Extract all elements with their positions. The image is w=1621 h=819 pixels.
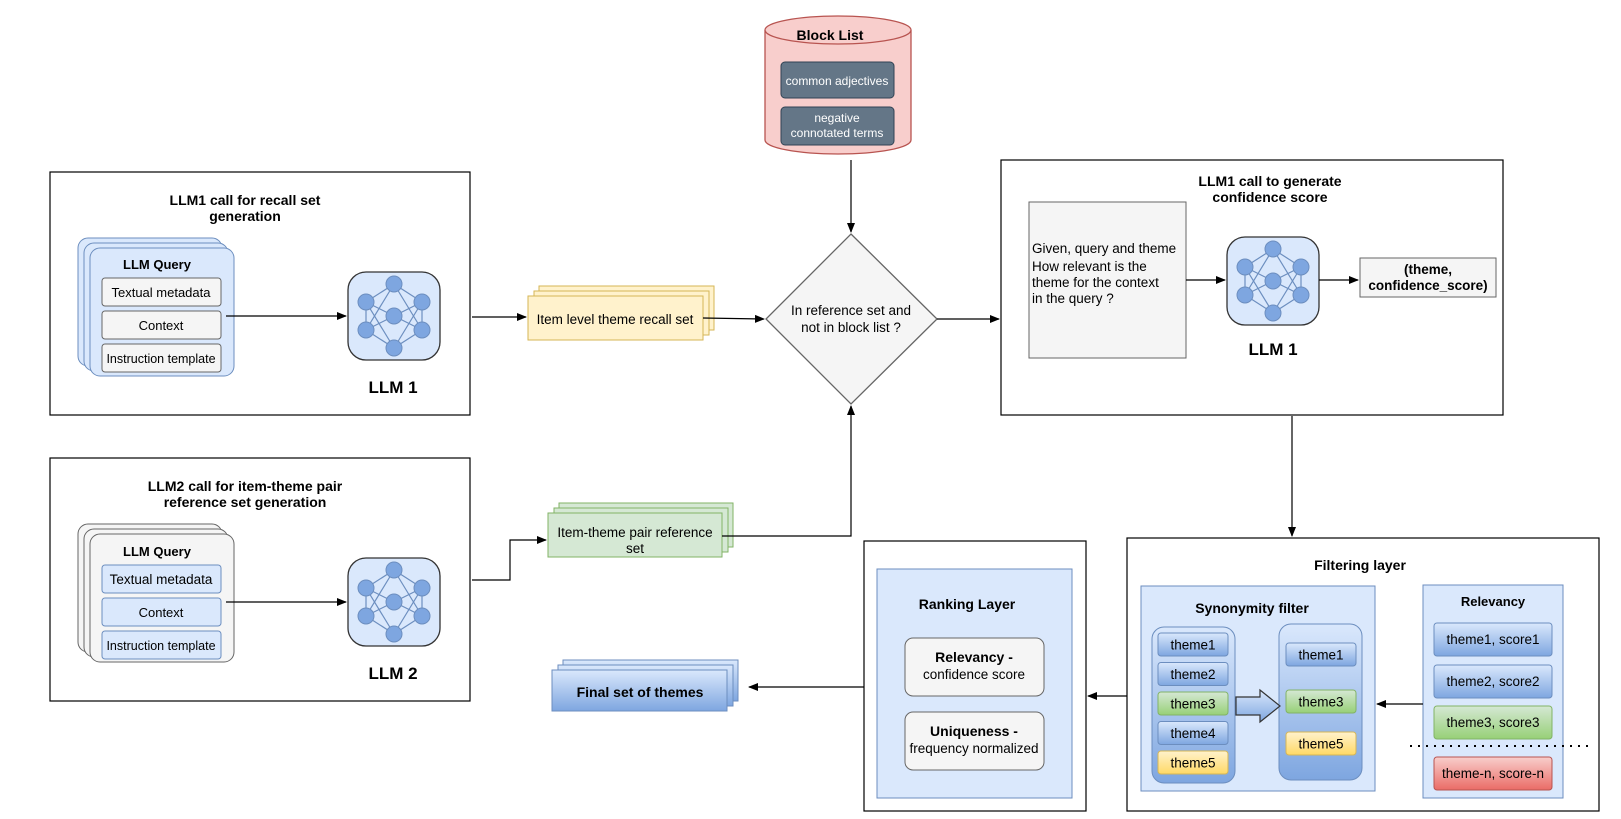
filtering-layer-panel: Filtering layer Synonymity filter theme1… [1126,537,1600,812]
synonymity-output-item-label: theme3 [1298,695,1343,710]
ranking-item-title: Uniqueness - [930,723,1018,739]
connectors [226,160,1423,708]
synonymity-input-list: theme1 theme2 theme3 theme4 theme5 [1157,632,1229,775]
relevancy-item [1433,622,1553,657]
ranking-item-subtitle: confidence score [923,667,1025,682]
query-field-label: Context [139,605,184,620]
synonymity-input-item-label: theme4 [1170,726,1216,741]
blocklist-item-label: common adjectives [786,74,889,88]
ranking-layer-title: Ranking Layer [919,596,1016,612]
relevancy-item-label: theme3, score3 [1446,715,1539,730]
neural-network-icon [347,271,441,361]
synonymity-input-item-label: theme2 [1170,667,1215,682]
arrow-reference-set-to-decision [722,405,855,537]
final-themes-label: Final set of themes [577,684,704,700]
filter-arrow-icon [1235,688,1281,724]
relevancy-item-label: theme-n, score-n [1442,766,1544,781]
relevancy-item [1433,756,1553,791]
synonymity-output-item [1285,731,1357,756]
synonymity-input-item [1157,750,1229,775]
ranking-item-subtitle: frequency normalized [909,741,1038,756]
synonymity-filter-title: Synonymity filter [1195,600,1309,616]
block-list-title: Block List [797,27,864,43]
ranking-item-uniqueness [904,711,1045,771]
prompt-text: Given, query and theme How relevant is t… [1032,241,1176,306]
synonymity-input-item [1157,691,1229,716]
blocklist-item-common-adjectives [780,61,895,99]
query-field-label: Instruction template [106,352,215,366]
synonymity-output-item [1285,642,1357,667]
query-field-context [101,597,222,627]
ranking-item-title: Relevancy - [935,649,1013,665]
query-field-label: Textual metadata [111,285,211,300]
ranking-layer-panel: Ranking Layer Relevancy - confidence sco… [863,540,1087,812]
neural-network-icon [1226,236,1320,326]
ranking-item-relevancy [904,637,1045,697]
query-field-instruction-template [101,343,222,373]
confidence-output-box [1359,257,1497,298]
relevancy-item [1433,664,1553,699]
relevancy-item-label: theme1, score1 [1446,632,1539,647]
relevancy-item-label: theme2, score2 [1446,674,1539,689]
synonymity-input-item [1157,721,1229,745]
query-field-label: Instruction template [106,639,215,653]
model-label: LLM 1 [1248,340,1297,359]
synonymity-output-list: theme1 theme3 theme5 [1285,642,1357,756]
confidence-output-label: (theme,confidence_score) [1368,262,1487,293]
query-field-label: Context [139,318,184,333]
arrow-recall-set-to-decision [702,314,765,323]
query-field-textual-metadata [101,277,222,307]
query-field-instruction-template [101,630,222,660]
final-themes-stack: Final set of themes [551,659,739,712]
recall-set-stack: Item level theme recall set [527,285,715,341]
llm-query-label: LLM Query [123,257,192,272]
arrow-panel-to-reference-set [472,536,547,581]
query-field-label: Textual metadata [110,572,213,587]
recall-set-label: Item level theme recall set [537,312,694,327]
model-label: LLM 1 [368,378,417,397]
synonymity-output-item-label: theme1 [1298,648,1343,663]
synonymity-input-item-label: theme3 [1170,697,1215,712]
blocklist-item-negative-terms [780,106,895,146]
relevancy-item [1433,705,1553,740]
query-field-context [101,310,222,340]
synonymity-input-item [1157,662,1229,686]
neural-network-icon [347,557,441,647]
query-field-textual-metadata [101,564,222,594]
filtering-layer-title: Filtering layer [1314,557,1406,573]
synonymity-output-item-label: theme5 [1298,737,1343,752]
synonymity-input-item [1157,632,1229,657]
synonymity-input-item-label: theme1 [1170,638,1215,653]
llm-query-label: LLM Query [123,544,192,559]
prompt-box [1028,201,1187,359]
relevancy-list: theme1, score1 theme2, score2 theme3, scor… [1433,622,1553,791]
relevancy-title: Relevancy [1461,594,1526,609]
synonymity-output-item [1285,689,1357,714]
synonymity-input-item-label: theme5 [1170,756,1215,771]
model-label: LLM 2 [368,664,417,683]
